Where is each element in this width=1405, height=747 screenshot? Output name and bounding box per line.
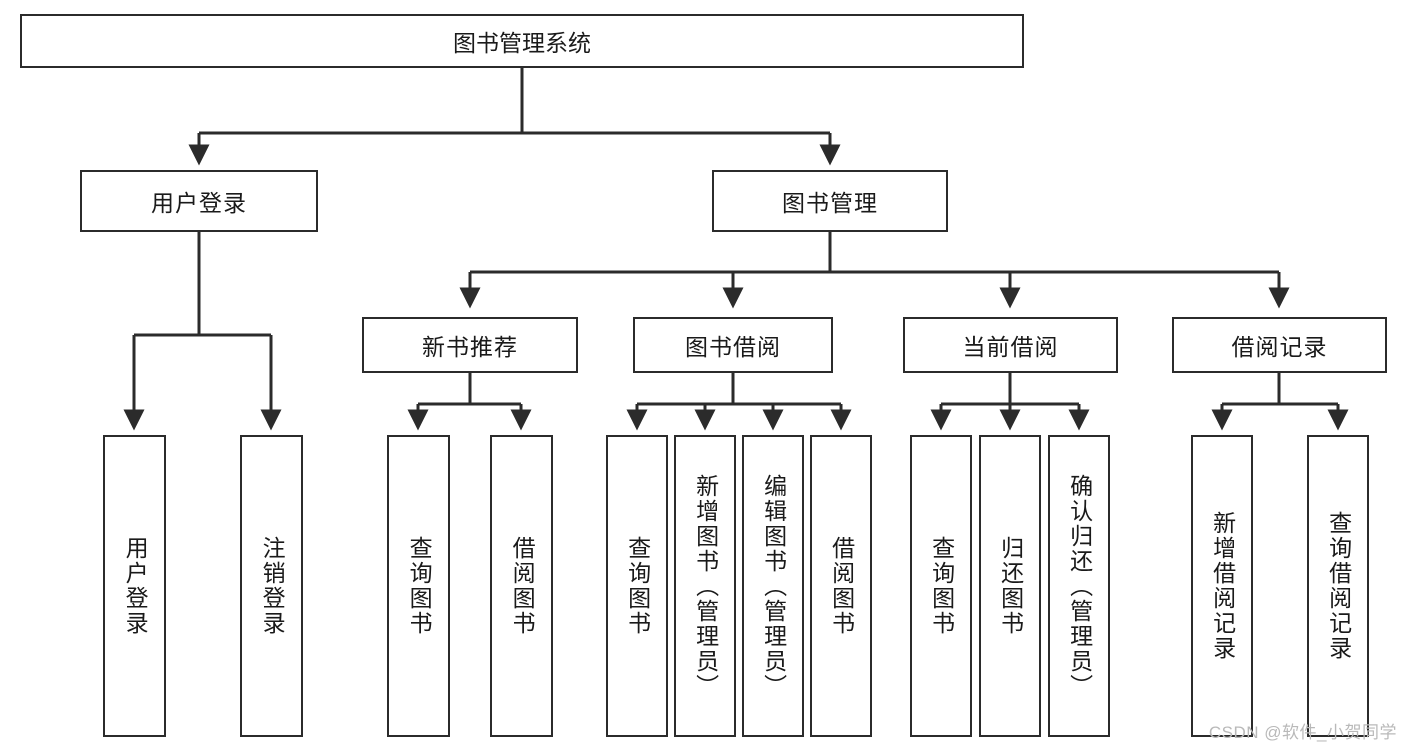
node-leaf-borrow-book-2[interactable]: 借阅图书: [810, 435, 872, 737]
node-leaf-query-book-1-label: 查询图书: [406, 536, 433, 636]
node-current-borrow[interactable]: 当前借阅: [903, 317, 1118, 373]
node-current-borrow-label: 当前借阅: [962, 334, 1059, 360]
node-leaf-return-book[interactable]: 归还图书: [979, 435, 1041, 737]
node-root-label: 图书管理系统: [453, 30, 591, 56]
node-leaf-add-book-admin-label: 新增图书（管理员）: [692, 473, 719, 699]
node-leaf-add-borrow-record[interactable]: 新增借阅记录: [1191, 435, 1253, 737]
node-leaf-logout-login-label: 注销登录: [259, 536, 286, 636]
node-leaf-query-borrow-record-label: 查询借阅记录: [1325, 511, 1352, 661]
node-user-login[interactable]: 用户登录: [80, 170, 318, 232]
node-leaf-borrow-book-1[interactable]: 借阅图书: [490, 435, 553, 737]
node-book-management[interactable]: 图书管理: [712, 170, 948, 232]
node-leaf-query-book-3-label: 查询图书: [928, 536, 955, 636]
node-leaf-add-book-admin[interactable]: 新增图书（管理员）: [674, 435, 736, 737]
node-leaf-borrow-book-2-label: 借阅图书: [828, 536, 855, 636]
watermark: CSDN @软件_小贺同学: [1208, 723, 1397, 742]
node-book-management-label: 图书管理: [782, 190, 878, 216]
node-leaf-query-borrow-record[interactable]: 查询借阅记录: [1307, 435, 1369, 737]
node-leaf-user-login[interactable]: 用户登录: [103, 435, 166, 737]
node-borrow-record-label: 借阅记录: [1231, 334, 1328, 360]
node-book-borrow[interactable]: 图书借阅: [633, 317, 833, 373]
node-leaf-confirm-return-admin-label: 确认归还（管理员）: [1066, 473, 1093, 699]
node-leaf-return-book-label: 归还图书: [997, 536, 1024, 636]
node-leaf-user-login-label: 用户登录: [122, 536, 149, 636]
node-leaf-query-book-1[interactable]: 查询图书: [387, 435, 450, 737]
node-leaf-borrow-book-1-label: 借阅图书: [509, 536, 536, 636]
node-book-borrow-label: 图书借阅: [685, 334, 781, 360]
node-new-book-recommend[interactable]: 新书推荐: [362, 317, 578, 373]
node-borrow-record[interactable]: 借阅记录: [1172, 317, 1387, 373]
node-root[interactable]: 图书管理系统: [20, 14, 1024, 68]
node-leaf-confirm-return-admin[interactable]: 确认归还（管理员）: [1048, 435, 1110, 737]
node-leaf-query-book-3[interactable]: 查询图书: [910, 435, 972, 737]
node-user-login-label: 用户登录: [151, 190, 247, 216]
node-new-book-recommend-label: 新书推荐: [422, 334, 518, 360]
node-leaf-query-book-2-label: 查询图书: [624, 536, 651, 636]
node-leaf-edit-book-admin[interactable]: 编辑图书（管理员）: [742, 435, 804, 737]
node-leaf-add-borrow-record-label: 新增借阅记录: [1209, 511, 1236, 661]
node-leaf-query-book-2[interactable]: 查询图书: [606, 435, 668, 737]
node-leaf-logout-login[interactable]: 注销登录: [240, 435, 303, 737]
node-leaf-edit-book-admin-label: 编辑图书（管理员）: [760, 473, 787, 699]
